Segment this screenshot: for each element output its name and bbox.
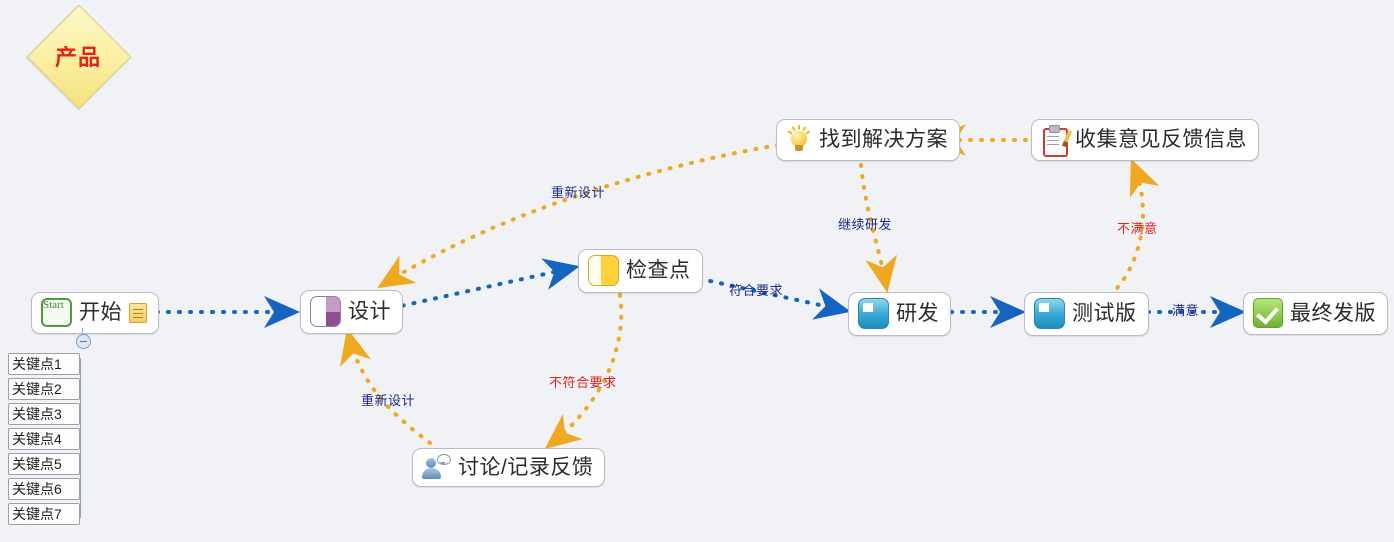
node-solution-label: 找到解决方案 (819, 128, 948, 151)
node-discuss[interactable]: 讨论/记录反馈 (412, 448, 606, 487)
list-item[interactable]: 关键点1 (8, 353, 80, 375)
node-dev[interactable]: 研发 (848, 292, 951, 336)
list-item[interactable]: 关键点5 (8, 453, 80, 475)
collapse-minus-icon[interactable] (76, 334, 91, 349)
product-label: 产品 (54, 45, 101, 70)
node-feedback[interactable]: 收集意见反馈信息 (1031, 119, 1259, 161)
person-speech-icon (422, 454, 451, 480)
clipboard-pencil-icon (1041, 125, 1073, 157)
node-beta[interactable]: 测试版 (1024, 292, 1149, 336)
list-item[interactable]: 关键点7 (8, 503, 80, 525)
checkpoint-icon (588, 255, 619, 286)
edge-check-to-discuss (544, 282, 624, 449)
node-release-label: 最终发版 (1290, 301, 1376, 325)
list-item[interactable]: 关键点4 (8, 428, 80, 450)
edge-design-to-check (390, 258, 580, 310)
list-item[interactable]: 关键点6 (8, 478, 80, 500)
node-design-label: 设计 (348, 300, 391, 323)
node-dev-label: 研发 (896, 302, 939, 325)
node-solution[interactable]: 找到解决方案 (776, 119, 960, 161)
collapse-stem (82, 328, 83, 336)
edge-label-meets-requirements: 符合要求 (729, 283, 784, 298)
node-design[interactable]: 设计 (300, 290, 403, 334)
node-start[interactable]: Start 开始 (31, 292, 159, 334)
list-item[interactable]: 关键点2 (8, 378, 80, 400)
start-badge-icon: Start (41, 298, 72, 327)
node-release[interactable]: 最终发版 (1243, 292, 1388, 335)
edge-label-satisfied: 满意 (1172, 303, 1200, 318)
node-feedback-label: 收集意见反馈信息 (1075, 128, 1247, 151)
keypoints-list: 关键点1 关键点2 关键点3 关键点4 关键点5 关键点6 关键点7 (8, 353, 80, 528)
design-swatch-icon (310, 296, 341, 327)
list-item[interactable]: 关键点3 (8, 403, 80, 425)
edge-label-redesign-top: 重新设计 (551, 185, 606, 200)
edge-label-continue-dev: 继续研发 (838, 217, 893, 232)
node-beta-label: 测试版 (1072, 302, 1137, 325)
green-check-icon (1253, 298, 1283, 328)
node-start-label: 开始 (79, 301, 122, 324)
edge-label-unsatisfied: 不满意 (1117, 221, 1158, 236)
edge-label-not-meets-requirements: 不符合要求 (549, 375, 617, 390)
edge-label-redesign-bottom: 重新设计 (361, 393, 416, 408)
edge-discuss-to-design (340, 328, 432, 445)
note-icon[interactable] (129, 302, 147, 323)
node-check-label: 检查点 (626, 259, 691, 282)
beta-build-icon (1034, 298, 1065, 329)
development-icon (858, 298, 889, 329)
lightbulb-icon (786, 125, 812, 154)
node-discuss-label: 讨论/记录反馈 (458, 455, 594, 479)
product-diamond-badge[interactable]: 产品 (26, 4, 132, 110)
node-check[interactable]: 检查点 (578, 249, 703, 293)
keypoints-rail (80, 358, 81, 518)
